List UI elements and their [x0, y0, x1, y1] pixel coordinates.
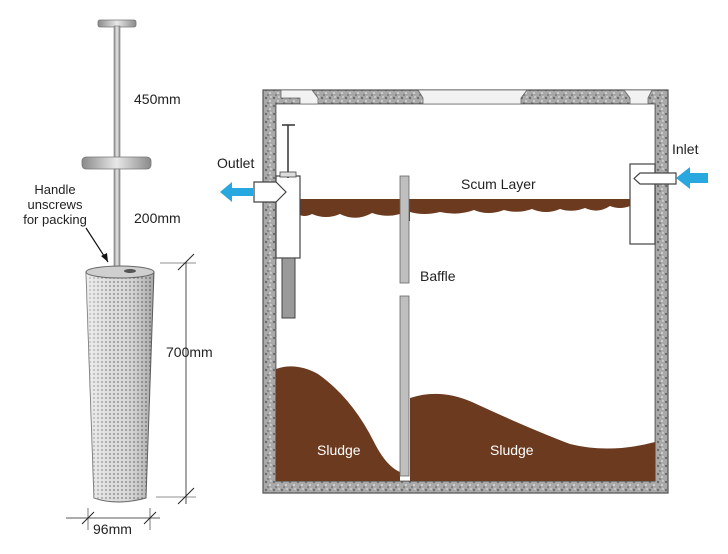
- handle-disc: [81, 156, 152, 170]
- dim-handle-label: 450mm: [134, 91, 181, 107]
- access-lid-right: [623, 89, 653, 105]
- baffle-lower: [399, 295, 410, 477]
- access-lid-left: [280, 89, 319, 105]
- filter-top-rim: [85, 265, 155, 279]
- handle-note-label: Handle unscrews for packing: [23, 182, 87, 227]
- outlet-pipe: [253, 181, 287, 203]
- inlet-pipe: [633, 172, 677, 185]
- sludge-left: [276, 366, 400, 481]
- inlet-flow-arrow: [676, 167, 708, 189]
- dim-mid-label: 200mm: [134, 210, 181, 226]
- baffle-label: Baffle: [420, 268, 456, 284]
- upper-rod: [113, 25, 121, 161]
- dim-width-label: 96mm: [93, 521, 132, 537]
- access-lid-middle: [417, 89, 528, 105]
- septic-tank: [220, 89, 708, 494]
- outlet-label: Outlet: [217, 155, 255, 171]
- sludge-right: [410, 393, 655, 481]
- scum-layer: [298, 199, 630, 221]
- scum-layer-label: Scum Layer: [461, 176, 536, 192]
- sludge-right-label: Sludge: [490, 442, 534, 458]
- dim-height-label: 700mm: [166, 344, 213, 360]
- lower-rod: [113, 168, 121, 270]
- inlet-label: Inlet: [672, 141, 699, 157]
- baffle-upper: [399, 175, 410, 284]
- outlet-filter-in-tank: [281, 257, 296, 319]
- outlet-flow-arrow: [220, 182, 253, 202]
- filter-assembly: [66, 19, 196, 530]
- sludge-left-label: Sludge: [317, 442, 361, 458]
